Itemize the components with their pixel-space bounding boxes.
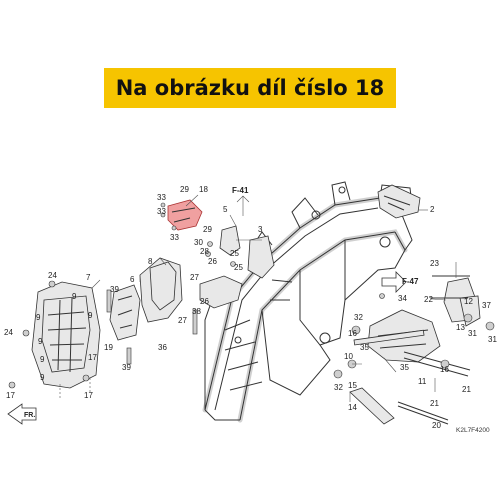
callout-29: 29 xyxy=(203,225,212,234)
callout-9: 9 xyxy=(40,355,45,364)
callout-9: 9 xyxy=(40,373,45,382)
callout-20: 20 xyxy=(432,421,441,430)
reference-arrows xyxy=(7,195,407,425)
callout-22: 22 xyxy=(424,295,433,304)
callout-17: 17 xyxy=(6,391,15,400)
callout-31: 31 xyxy=(468,329,477,338)
callout-35: 35 xyxy=(360,343,369,352)
rear-hanger xyxy=(379,275,495,331)
part-number-banner: Na obrázku díl číslo 18 xyxy=(104,68,396,108)
callout-39: 39 xyxy=(110,285,119,294)
callout-17: 17 xyxy=(84,391,93,400)
callout-11: 11 xyxy=(418,377,427,386)
callout-27: 27 xyxy=(178,316,187,325)
callout-38: 38 xyxy=(192,307,201,316)
callout-32: 32 xyxy=(354,313,363,322)
callout-17: 17 xyxy=(88,353,97,362)
diagram-code: K2L7F4200 xyxy=(456,427,490,434)
callout-24: 24 xyxy=(48,271,57,280)
center-brackets xyxy=(192,225,275,335)
callout-24: 24 xyxy=(4,328,13,337)
callout-3: 3 xyxy=(258,225,263,234)
callout-9: 9 xyxy=(38,337,43,346)
ref-f47: F-47 xyxy=(402,277,419,286)
callout-8: 8 xyxy=(148,257,153,266)
callout-15: 15 xyxy=(348,381,357,390)
callout-2: 2 xyxy=(430,205,435,214)
callout-21: 21 xyxy=(430,399,439,408)
callout-6: 6 xyxy=(130,275,135,284)
callout-9: 9 xyxy=(36,313,41,322)
callout-31: 31 xyxy=(488,335,497,344)
callout-13: 13 xyxy=(456,323,465,332)
engine-hanger xyxy=(347,309,471,377)
callout-26: 26 xyxy=(208,257,217,266)
callout-19: 19 xyxy=(104,343,113,352)
callout-5: 5 xyxy=(223,205,228,214)
side-panels xyxy=(106,257,183,365)
callout-29: 29 xyxy=(180,185,189,194)
left-assembly xyxy=(8,280,101,389)
callout-16: 16 xyxy=(440,365,449,374)
callout-37: 37 xyxy=(482,301,491,310)
callout-16: 16 xyxy=(348,329,357,338)
callout-10: 10 xyxy=(344,352,353,361)
callout-12: 12 xyxy=(464,297,473,306)
callout-9: 9 xyxy=(72,292,77,301)
callout-25: 25 xyxy=(230,249,239,258)
callout-33: 33 xyxy=(170,233,179,242)
banner-text: Na obrázku díl číslo 18 xyxy=(115,76,385,100)
callout-9: 9 xyxy=(88,311,93,320)
callout-21: 21 xyxy=(462,385,471,394)
callout-30: 30 xyxy=(194,238,203,247)
part-18-bracket xyxy=(160,199,203,231)
callout-35: 35 xyxy=(400,363,409,372)
callout-25: 25 xyxy=(234,263,243,272)
front-direction-label: FR. xyxy=(24,412,35,419)
callout-27: 27 xyxy=(190,273,199,282)
callout-26: 26 xyxy=(200,297,209,306)
callout-28: 28 xyxy=(200,247,209,256)
ref-f41: F-41 xyxy=(232,186,249,195)
callout-32: 32 xyxy=(334,383,343,392)
rear-bracket xyxy=(377,184,421,219)
callout-39: 39 xyxy=(122,363,131,372)
callout-18: 18 xyxy=(199,185,208,194)
long-bolts xyxy=(333,369,449,425)
callout-33: 33 xyxy=(157,207,166,216)
callout-34: 34 xyxy=(398,294,407,303)
leader-lines xyxy=(59,194,457,402)
callout-7: 7 xyxy=(86,273,91,282)
callout-14: 14 xyxy=(348,403,357,412)
callout-33: 33 xyxy=(157,193,166,202)
callout-36: 36 xyxy=(158,343,167,352)
callout-23: 23 xyxy=(430,259,439,268)
